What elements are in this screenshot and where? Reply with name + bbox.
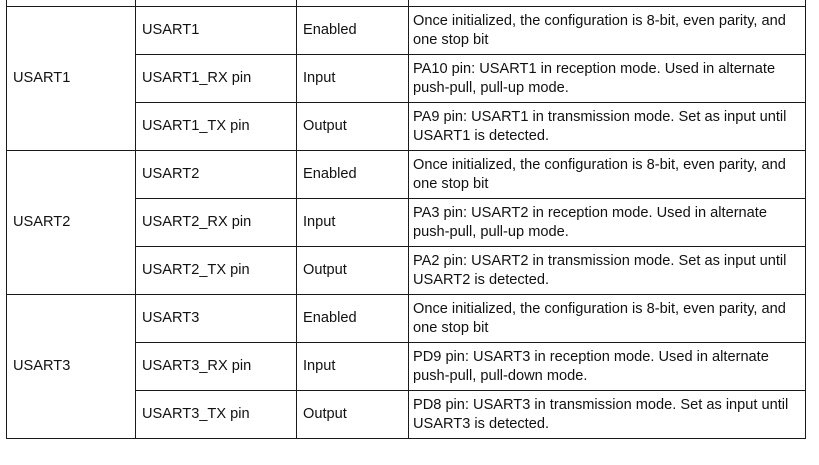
description-cell: PD9 pin: USART3 in reception mode. Used … bbox=[408, 342, 806, 391]
direction-cell: Input bbox=[296, 54, 409, 103]
table-row: USART2_TX pin Output PA2 pin: USART2 in … bbox=[7, 246, 806, 295]
table-row: USART3_RX pin Input PD9 pin: USART3 in r… bbox=[7, 342, 806, 391]
pin-cell: USART2_RX pin bbox=[135, 198, 297, 247]
peripheral-pin-table: USART1 USART1 Enabled Once initialized, … bbox=[6, 0, 806, 439]
description-cell: PA10 pin: USART1 in reception mode. Used… bbox=[408, 54, 806, 103]
direction-cell: Input bbox=[296, 342, 409, 391]
table-row: USART3_TX pin Output PD8 pin: USART3 in … bbox=[7, 390, 806, 439]
description-cell: PA2 pin: USART2 in transmission mode. Se… bbox=[408, 246, 806, 295]
pin-cell: USART2_TX pin bbox=[135, 246, 297, 295]
description-cell: Once initialized, the configuration is 8… bbox=[408, 294, 806, 343]
description-cell: Once initialized, the configuration is 8… bbox=[408, 150, 806, 199]
description-cell: PA3 pin: USART2 in reception mode. Used … bbox=[408, 198, 806, 247]
pin-cell: USART3_TX pin bbox=[135, 390, 297, 439]
pin-cell: USART1 bbox=[135, 6, 297, 55]
direction-cell: Output bbox=[296, 390, 409, 439]
table-row: USART1 USART1 Enabled Once initialized, … bbox=[6, 6, 806, 151]
description-cell: PD8 pin: USART3 in transmission mode. Se… bbox=[408, 390, 806, 439]
description-cell: PA9 pin: USART1 in transmission mode. Se… bbox=[408, 102, 806, 151]
description-cell: Once initialized, the configuration is 8… bbox=[408, 6, 806, 55]
direction-cell: Output bbox=[296, 246, 409, 295]
peripheral-name-cell: USART1 bbox=[6, 6, 136, 151]
pin-cell: USART3 bbox=[135, 294, 297, 343]
peripheral-name-cell: USART2 bbox=[6, 150, 136, 295]
direction-cell: Output bbox=[296, 102, 409, 151]
pin-cell: USART2 bbox=[135, 150, 297, 199]
table-row: USART3 USART3 Enabled Once initialized, … bbox=[6, 294, 806, 439]
pin-cell: USART1_TX pin bbox=[135, 102, 297, 151]
table-row: USART2 USART2 Enabled Once initialized, … bbox=[6, 150, 806, 295]
table-row: USART1_RX pin Input PA10 pin: USART1 in … bbox=[7, 54, 806, 103]
pin-cell: USART3_RX pin bbox=[135, 342, 297, 391]
direction-cell: Enabled bbox=[296, 150, 409, 199]
table-row: USART1_TX pin Output PA9 pin: USART1 in … bbox=[7, 102, 806, 151]
direction-cell: Enabled bbox=[296, 6, 409, 55]
peripheral-name-cell: USART3 bbox=[6, 294, 136, 439]
direction-cell: Input bbox=[296, 198, 409, 247]
direction-cell: Enabled bbox=[296, 294, 409, 343]
pin-cell: USART1_RX pin bbox=[135, 54, 297, 103]
